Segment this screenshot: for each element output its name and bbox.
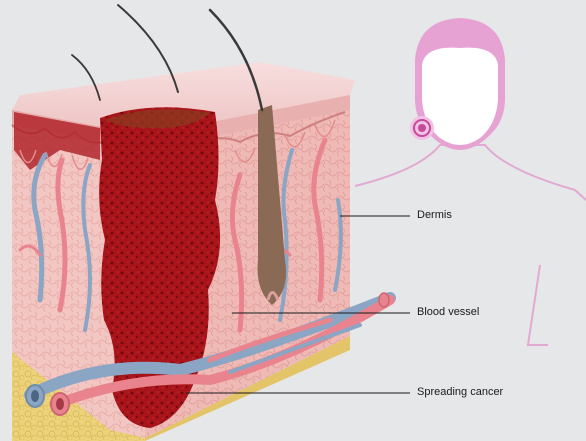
- lesion-marker: [410, 116, 434, 140]
- spreading-cancer-label: Spreading cancer: [417, 386, 503, 398]
- blood-vessel-label: Blood vessel: [417, 306, 479, 318]
- dermis-label: Dermis: [417, 209, 452, 221]
